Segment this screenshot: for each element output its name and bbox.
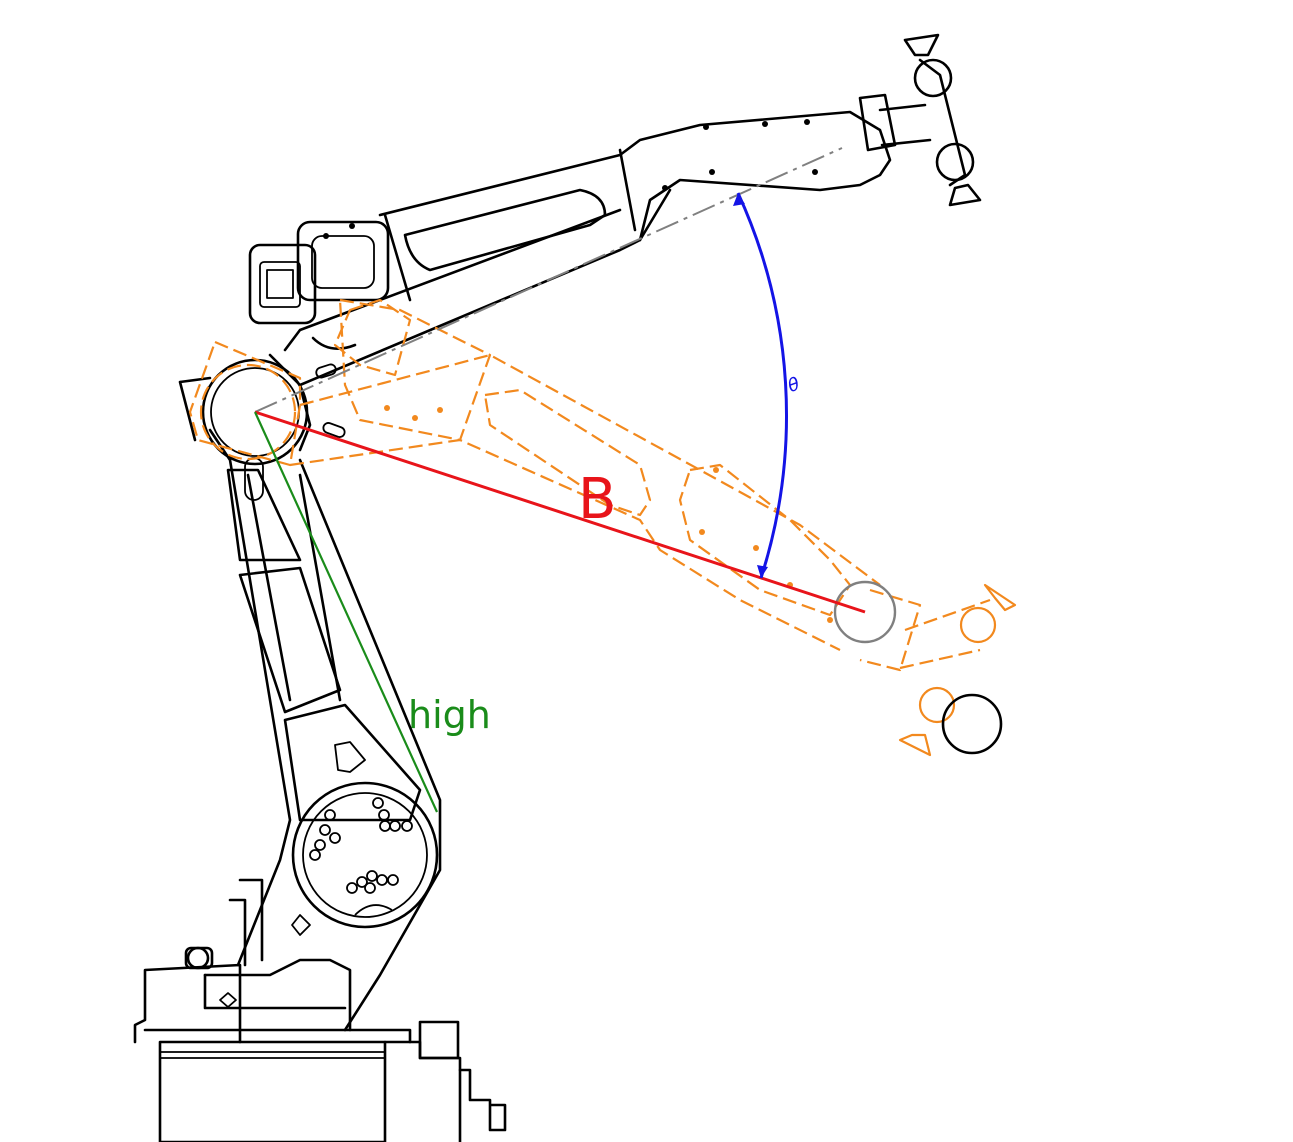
upper-arm-moved-pose: [188, 298, 1017, 757]
arm-axis-line: [254, 147, 843, 413]
height-label: high: [408, 693, 491, 737]
upper-arm-original: [248, 33, 982, 387]
wrist-center-circle: [833, 580, 897, 644]
joint-bolt-pattern: [309, 797, 413, 894]
angle-arc: [736, 192, 788, 579]
angle-label: θ: [785, 374, 803, 398]
arm-rivets: [323, 119, 818, 239]
lower-arm: [208, 428, 442, 1032]
robot-base: [133, 878, 507, 1142]
angle-arrow-tail: [757, 565, 768, 578]
reach-label: B: [578, 467, 616, 532]
workpiece-circle: [941, 693, 1003, 755]
reach-line-b: [254, 410, 866, 614]
angle-arrow-head: [733, 193, 745, 206]
height-line: [253, 411, 439, 813]
